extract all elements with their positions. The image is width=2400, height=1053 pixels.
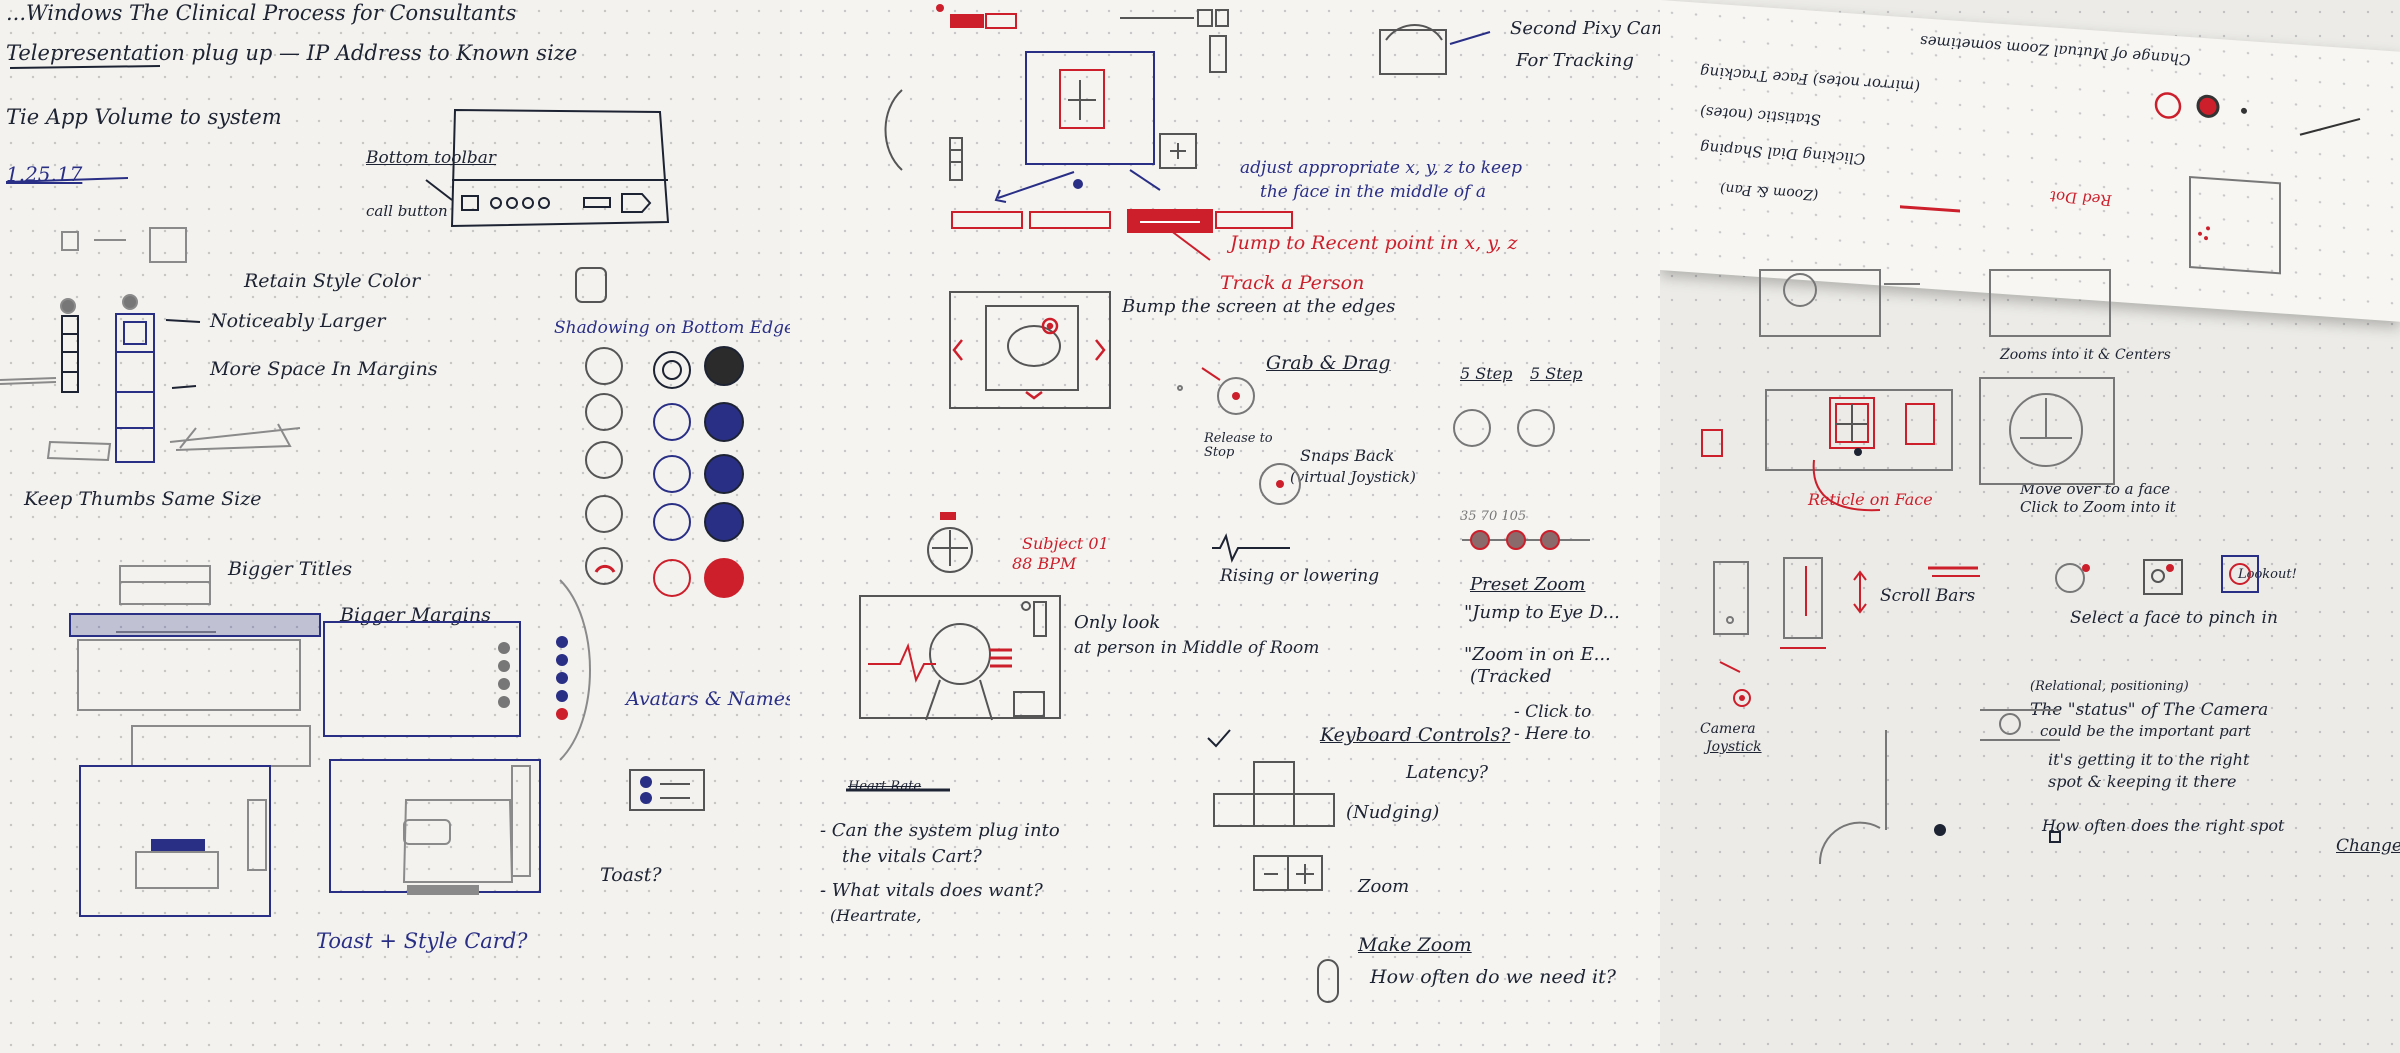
note-second-pixy: Second Pixy Cam (1510, 18, 1660, 39)
note-spot: spot & keeping it there (2048, 772, 2237, 791)
note-click-to: - Click to (1514, 702, 1592, 722)
note-move-over: Move over to a face (2020, 480, 2171, 498)
note-snaps-back: Snaps Back (1300, 446, 1395, 465)
note-step-2: 5 Step (1530, 364, 1583, 383)
note-release-stop: Release to Stop (1204, 431, 1273, 460)
note-make-zoom: Make Zoom (1358, 934, 1472, 956)
note-reticle-face: Reticle on Face (1808, 490, 1933, 509)
sketches-middle-page (846, 4, 1590, 1003)
sketches-right-page (1701, 269, 2259, 865)
note-subject: Subject 01 (1022, 534, 1109, 553)
note-adjust-1: adjust appropriate x, y, z to keep (1240, 158, 1523, 178)
note-could-be: could be the important part (2040, 722, 2251, 740)
sketches-left-page (0, 65, 744, 917)
note-jump-recent: Jump to Recent point in x, y, z (1230, 232, 1518, 254)
note-lookout: Lookout! (2238, 567, 2297, 582)
note-preset-zoom: Preset Zoom (1470, 574, 1586, 595)
note-adjust-2: the face in the middle of a (1260, 182, 1486, 202)
note-noticeably-larger: Noticeably Larger (210, 310, 386, 332)
note-how-often-right: How often does the right spot (2042, 816, 2285, 835)
note-avatars-names: Avatars & Names (626, 688, 790, 710)
notebook-page-middle: Second Pixy Cam For Tracking adjust appr… (790, 0, 1660, 1053)
note-vitals-cart: the vitals Cart? (842, 846, 982, 867)
note-relational: (Relational, positioning) (2030, 679, 2189, 694)
note-shadowing: Shadowing on Bottom Edge (554, 318, 790, 338)
note-joystick: Joystick (1706, 739, 1762, 755)
note-track-person: Track a Person (1220, 272, 1365, 294)
note-grab-drag: Grab & Drag (1266, 352, 1391, 374)
note-select-face: Select a face to pinch in (2070, 608, 2278, 628)
note-jump-eye: "Jump to Eye D... (1464, 602, 1620, 623)
note-only-look: Only look (1074, 612, 1161, 633)
note-tracked: (Tracked (1470, 666, 1552, 687)
note-click-zoom: Click to Zoom into it (2020, 498, 2176, 516)
note-virtual-joystick: (virtual Joystick) (1290, 468, 1416, 486)
note-toast-style-card: Toast + Style Card? (316, 929, 528, 953)
note-for-tracking: For Tracking (1516, 50, 1634, 71)
note-nudging: (Nudging) (1346, 802, 1440, 823)
note-ticks: 35 70 105 (1460, 509, 1527, 524)
note-keep-thumbs: Keep Thumbs Same Size (24, 488, 262, 510)
note-person-middle: at person in Middle of Room (1074, 638, 1320, 658)
note-bump-screen: Bump the screen at the edges (1122, 296, 1396, 317)
note-can-system: - Can the system plug into (820, 820, 1060, 841)
note-zoom: Zoom (1358, 876, 1410, 897)
flap-sketches (1900, 92, 2361, 275)
note-scroll-bars: Scroll Bars (1880, 586, 1976, 606)
note-bottom-toolbar: Bottom toolbar (366, 148, 497, 168)
note-here-to: - Here to (1514, 724, 1591, 744)
note-latency: Latency? (1406, 762, 1489, 783)
note-telepresentation: Telepresentation plug up — IP Address to… (6, 41, 578, 65)
note-zoom-in: "Zoom in on E... (1464, 644, 1611, 665)
notebook-page-right: Change of Mutual Zoom sometimes (mirror … (1660, 0, 2400, 1053)
note-call-button: call button (366, 202, 448, 220)
note-what-vitals: - What vitals does want? (820, 880, 1043, 901)
note-rising-lowering: Rising or lowering (1220, 566, 1380, 586)
turned-page-flap: Change of Mutual Zoom sometimes (mirror … (1660, 0, 2400, 322)
note-camera: Camera (1700, 721, 1756, 737)
note-more-space: More Space In Margins (210, 358, 438, 380)
note-bigger-margins: Bigger Margins (340, 604, 491, 626)
note-its-getting: it's getting it to the right (2048, 750, 2250, 769)
note-change: Change? (2336, 836, 2400, 856)
note-how-often: How often do we need it? (1370, 966, 1616, 988)
note-keyboard-controls: Keyboard Controls? (1320, 724, 1511, 746)
note-heartrate: (Heartrate, (830, 906, 922, 925)
note-status: The "status" of The Camera (2030, 700, 2269, 720)
note-retain-style: Retain Style Color (244, 270, 421, 292)
note-step-1: 5 Step (1460, 364, 1513, 383)
note-app-volume: Tie App Volume to system (6, 105, 282, 129)
note-bpm: 88 BPM (1012, 554, 1077, 573)
note-zooms-into: Zooms into it & Centers (2000, 347, 2171, 363)
notebook-page-left: ...Windows The Clinical Process for Cons… (0, 0, 790, 1053)
note-clinical-process: ...Windows The Clinical Process for Cons… (6, 1, 517, 25)
note-toast: Toast? (600, 864, 662, 886)
note-bigger-titles: Bigger Titles (228, 558, 353, 580)
